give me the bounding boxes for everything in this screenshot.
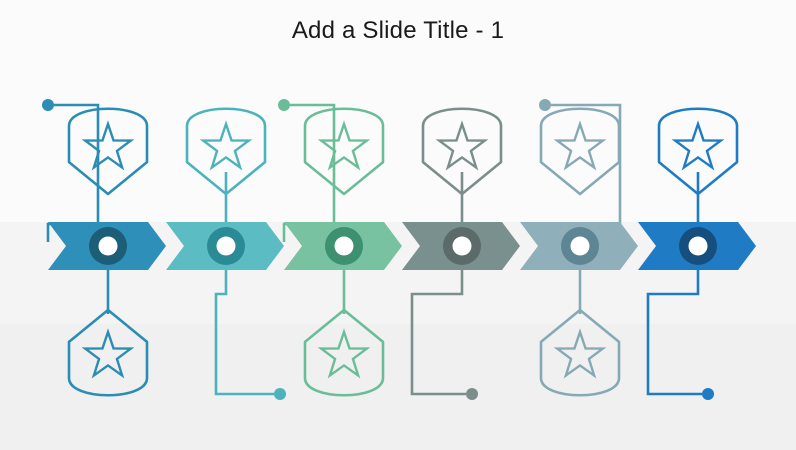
step-4-connectors — [410, 172, 478, 400]
step-4-bottom-connector — [410, 264, 466, 396]
step-3-bottom-badge[interactable] — [303, 308, 385, 397]
step-6-ring-marker[interactable] — [679, 227, 717, 265]
step-2-connectors — [214, 172, 286, 400]
step-5-ring-marker[interactable] — [561, 227, 599, 265]
badge-outline — [67, 107, 149, 196]
step-5-top-dot — [539, 99, 551, 111]
background-band-bottom — [0, 324, 796, 450]
step-1-top-dot — [42, 99, 54, 111]
timeline-step-2[interactable] — [166, 107, 286, 400]
timeline-step-5[interactable] — [520, 99, 638, 397]
step-5-top-connector — [551, 103, 622, 240]
step-1-bottom-badge[interactable] — [67, 308, 149, 397]
step-5-top-badge[interactable] — [539, 107, 621, 196]
step-3-top-connector — [282, 103, 336, 242]
star-icon — [81, 328, 135, 379]
step-4-ring-marker[interactable] — [443, 227, 481, 265]
step-1-ring-marker[interactable] — [89, 227, 127, 265]
step-1-connectors — [42, 99, 110, 314]
star-icon — [671, 120, 725, 171]
badge-outline — [185, 107, 267, 196]
step-6-top-badge[interactable] — [657, 107, 739, 196]
page-title: Add a Slide Title - 1 — [291, 17, 505, 44]
step-3-top-badge[interactable] — [303, 107, 385, 196]
step-3-top-dot — [278, 99, 290, 111]
step-1-top-connector — [46, 103, 100, 242]
star-icon — [553, 120, 607, 171]
badge-outline — [303, 308, 385, 397]
timeline-step-1[interactable] — [42, 99, 166, 397]
timeline-step-4[interactable] — [402, 107, 520, 400]
step-2-top-badge[interactable] — [185, 107, 267, 196]
ring-inner — [452, 236, 472, 256]
star-icon — [81, 120, 135, 171]
star-icon — [317, 120, 371, 171]
step-4-bottom-dot — [466, 388, 478, 400]
step-2-ring-marker[interactable] — [207, 227, 245, 265]
step-5-bottom-badge[interactable] — [539, 308, 621, 397]
step-4-top-badge[interactable] — [421, 107, 503, 196]
badge-outline — [539, 107, 621, 196]
star-icon — [435, 120, 489, 171]
badge-outline — [303, 107, 385, 196]
step-6-connectors — [646, 172, 714, 400]
step-2-bottom-connector — [214, 264, 274, 396]
badge-outline — [539, 308, 621, 397]
ring-inner — [334, 236, 354, 256]
star-icon — [317, 328, 371, 379]
ring-inner — [216, 236, 236, 256]
timeline-step-3[interactable] — [278, 99, 402, 397]
ring-inner — [688, 236, 708, 256]
star-icon — [199, 120, 253, 171]
step-2-bottom-dot — [274, 388, 286, 400]
badge-outline — [657, 107, 739, 196]
ring-inner — [98, 236, 118, 256]
star-icon — [553, 328, 607, 379]
step-3-ring-marker[interactable] — [325, 227, 363, 265]
step-6-bottom-connector — [646, 264, 702, 396]
step-1-top-badge[interactable] — [67, 107, 149, 196]
step-6-bottom-dot — [702, 388, 714, 400]
ring-inner — [570, 236, 590, 256]
badge-outline — [421, 107, 503, 196]
timeline-step-6[interactable] — [638, 107, 756, 400]
step-5-connectors — [539, 99, 622, 314]
step-3-connectors — [278, 99, 346, 314]
badge-outline — [67, 308, 149, 397]
